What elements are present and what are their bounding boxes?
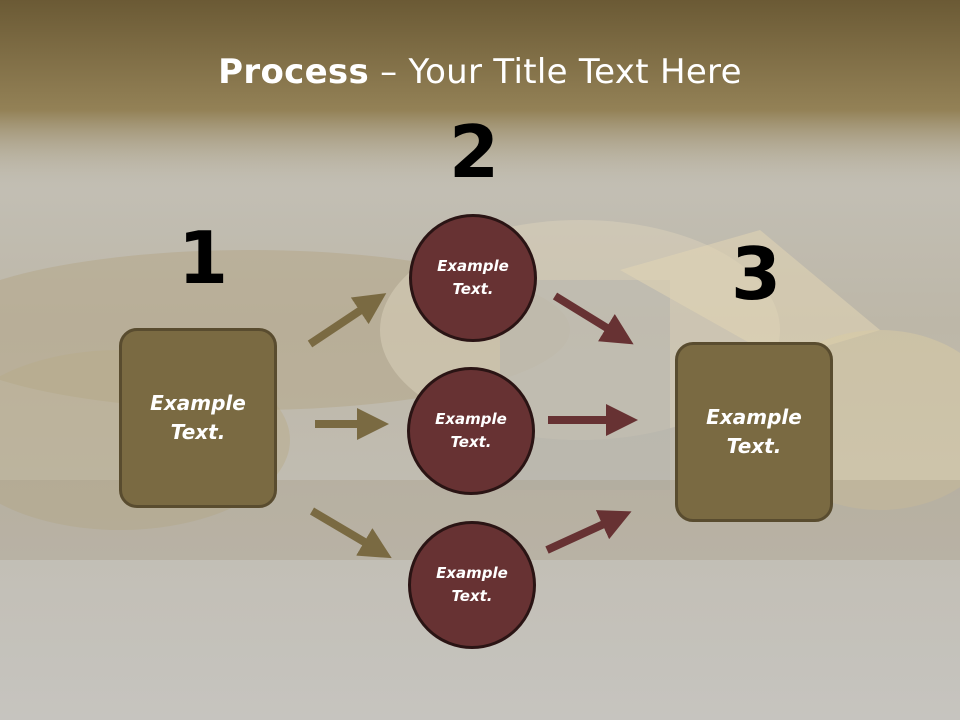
slide-title: Process – Your Title Text Here xyxy=(0,52,960,92)
circle-bottom: Example Text. xyxy=(408,521,536,649)
step-1-box-text: Example Text. xyxy=(150,391,246,444)
circle-middle-text: Example Text. xyxy=(435,410,507,451)
arrow-left-top xyxy=(307,293,387,348)
arrow-left-bottom xyxy=(309,507,392,559)
title-bold: Process xyxy=(218,52,370,92)
step-number-1: 1 xyxy=(178,216,229,300)
step-1-box: Example Text. xyxy=(119,328,277,508)
step-3-box-text: Example Text. xyxy=(706,405,802,458)
circle-bottom-text: Example Text. xyxy=(436,564,508,605)
circle-middle: Example Text. xyxy=(407,367,535,495)
arrow-right-bottom xyxy=(545,510,632,554)
circle-top: Example Text. xyxy=(409,214,537,342)
circle-top-text: Example Text. xyxy=(437,257,509,298)
step-number-2: 2 xyxy=(449,110,500,194)
step-number-3: 3 xyxy=(731,232,782,316)
arrow-right-top xyxy=(552,292,634,345)
title-rest: – Your Title Text Here xyxy=(369,52,742,92)
step-3-box: Example Text. xyxy=(675,342,833,522)
